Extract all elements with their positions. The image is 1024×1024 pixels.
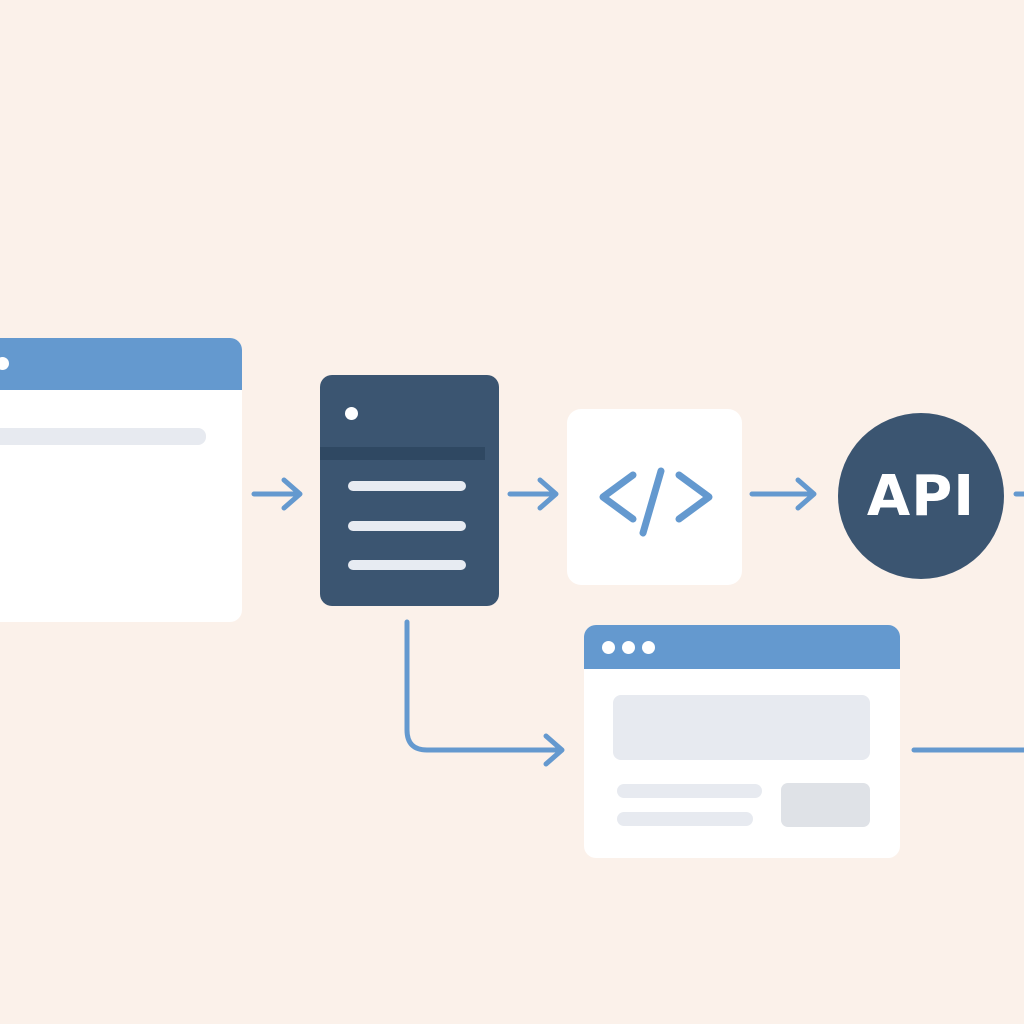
window-dot-2	[622, 641, 635, 654]
arrow-code-to-api	[749, 477, 817, 511]
address-line-placeholder	[0, 428, 206, 445]
document-server-panel	[320, 375, 499, 606]
browser-titlebar	[584, 625, 900, 669]
api-label: API	[866, 463, 976, 529]
code-brackets-icon	[599, 467, 713, 537]
api-node: API	[838, 413, 1004, 579]
side-block-placeholder	[781, 783, 870, 827]
arrow-doc-to-bottom-browser	[404, 619, 565, 767]
arrow-doc-to-code	[507, 477, 559, 511]
content-hero-placeholder	[613, 695, 870, 760]
browser-titlebar	[0, 338, 242, 390]
text-line-placeholder-1	[617, 784, 762, 798]
browser-window-left	[0, 338, 242, 622]
window-dot-3	[642, 641, 655, 654]
window-dot-1	[602, 641, 615, 654]
panel-line-2	[348, 521, 466, 531]
panel-dot	[345, 407, 358, 420]
panel-line-3	[348, 560, 466, 570]
arrow-browser-to-doc	[251, 477, 303, 511]
text-line-placeholder-2	[617, 812, 753, 826]
browser-window-bottom	[584, 625, 900, 858]
panel-divider-stripe	[320, 447, 485, 460]
window-dot	[0, 357, 9, 370]
panel-line-1	[348, 481, 466, 491]
code-card	[567, 409, 742, 585]
